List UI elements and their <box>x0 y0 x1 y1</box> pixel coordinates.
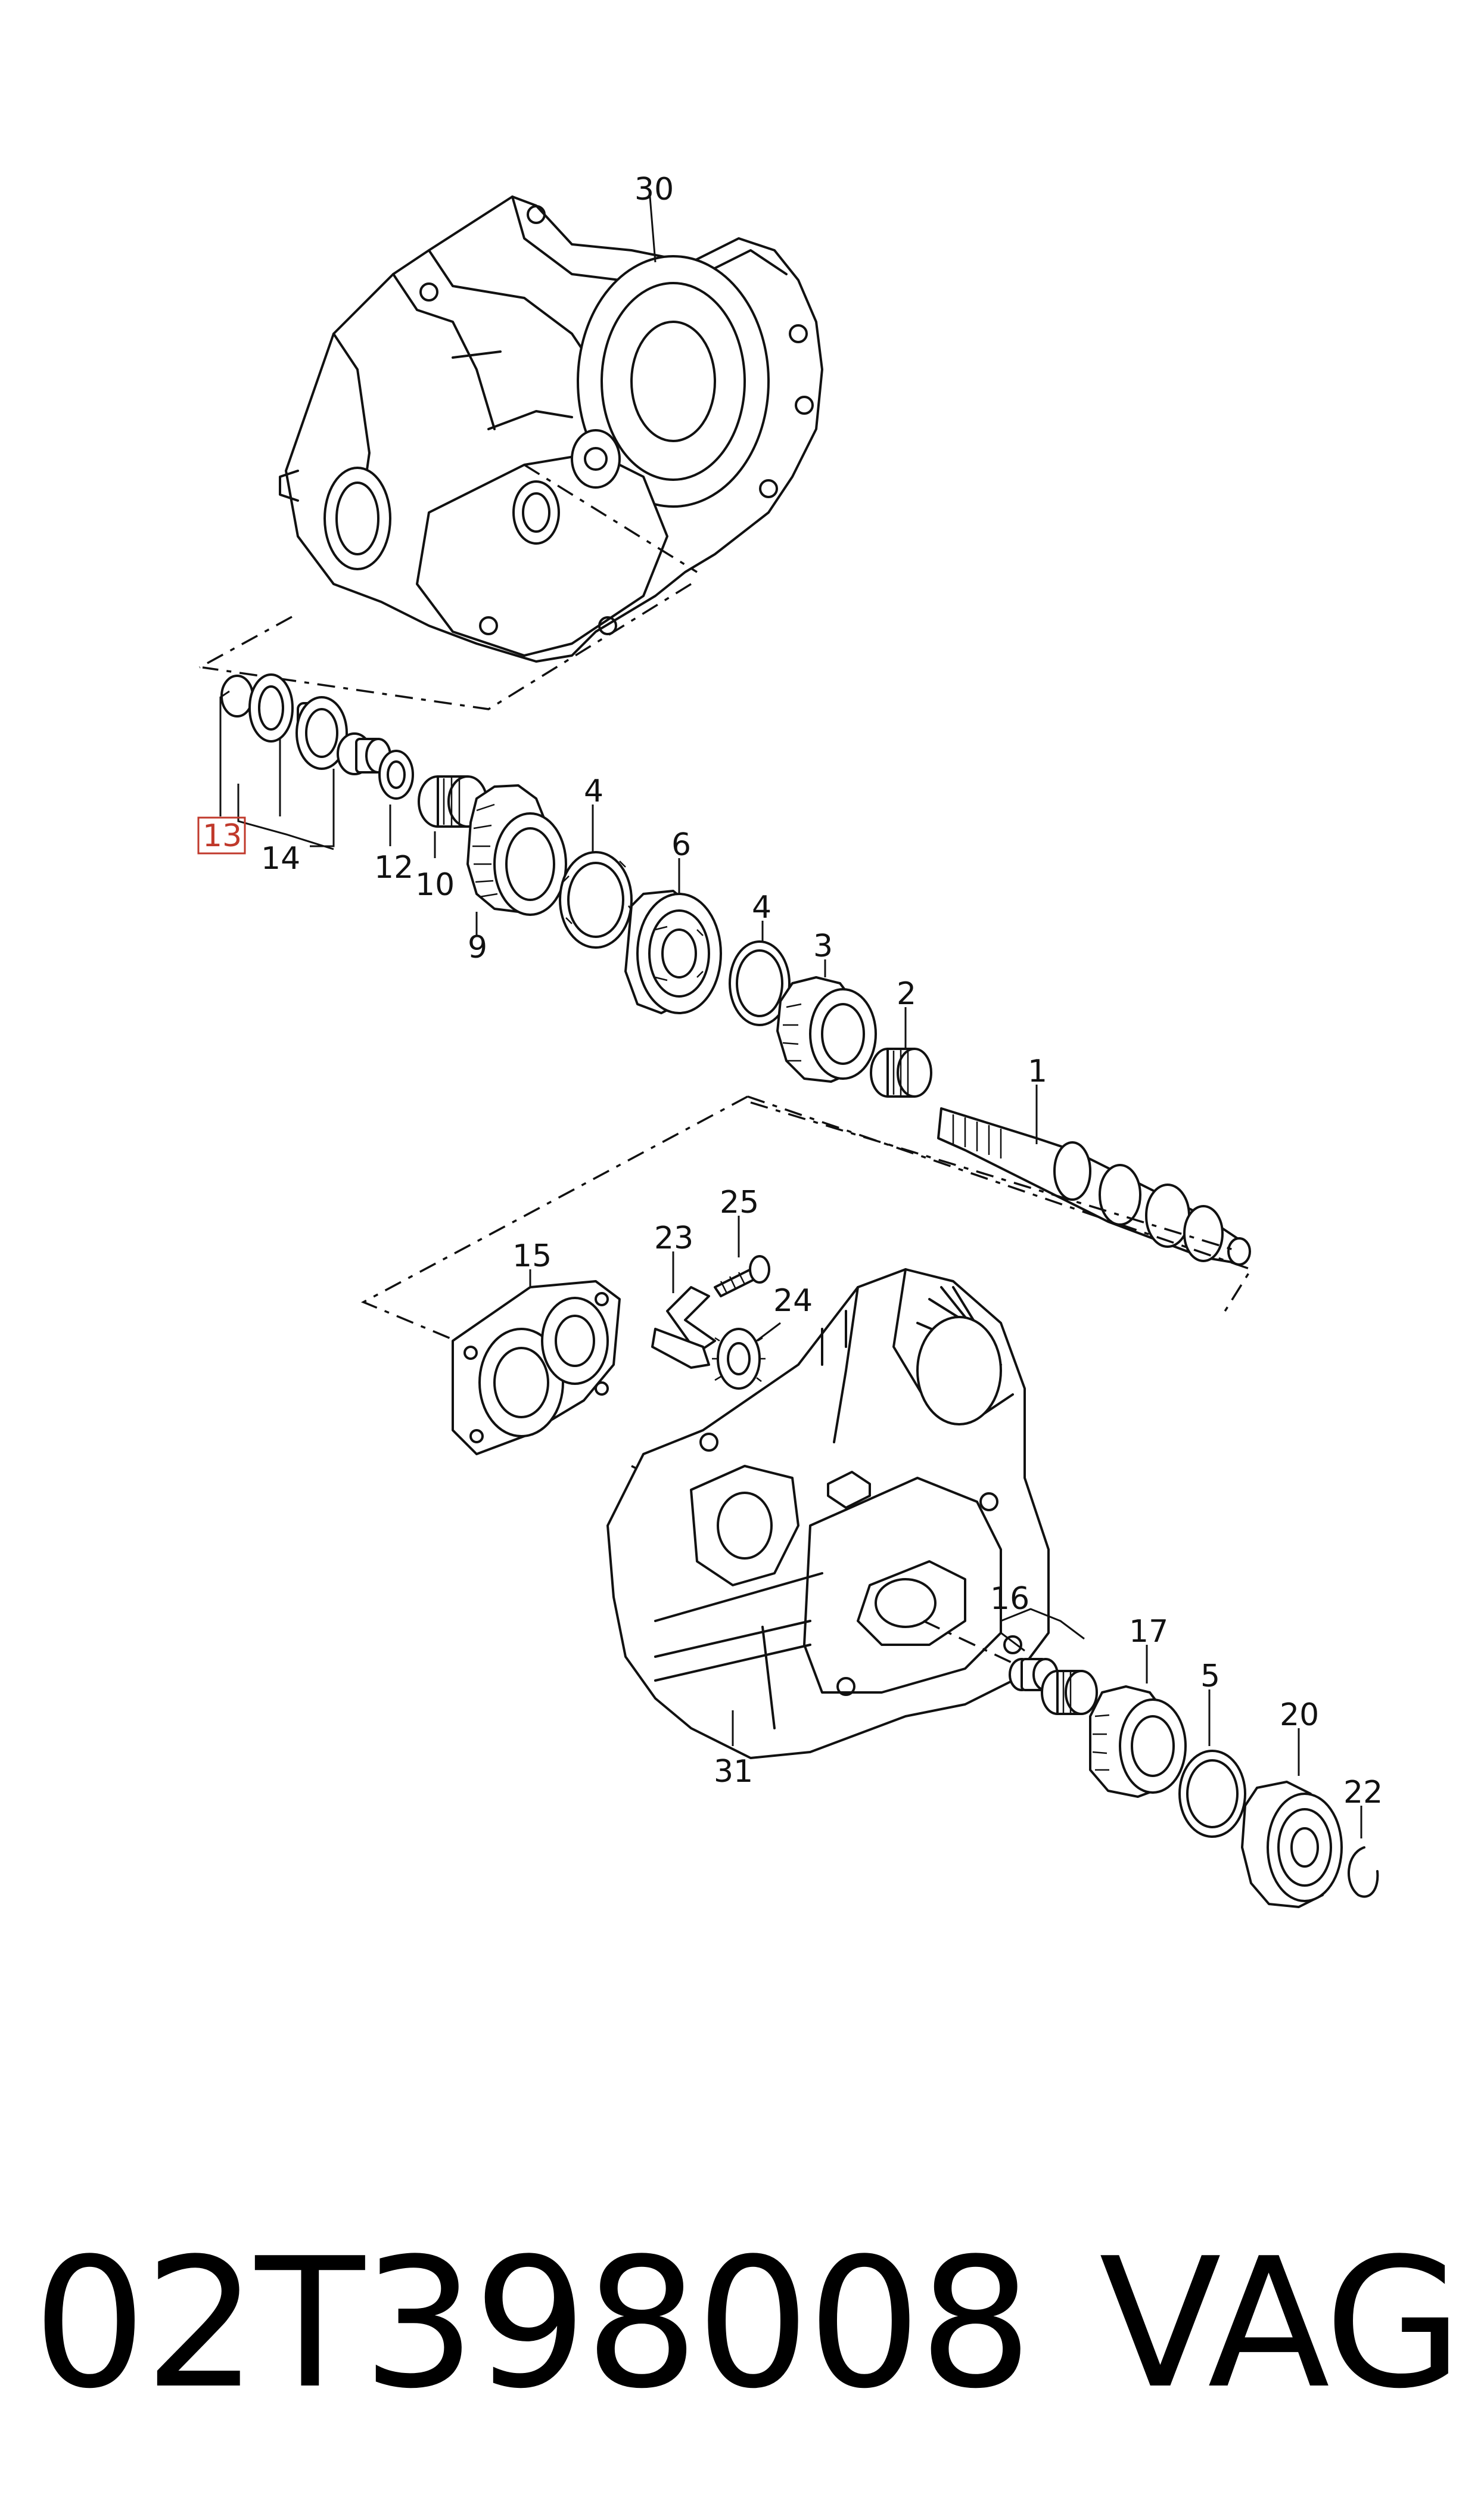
callout-9: 9 <box>468 930 487 965</box>
callout-3: 3 <box>813 928 833 964</box>
callout-4-left: 4 <box>584 774 603 809</box>
cover-15 <box>452 1280 621 1455</box>
callout-24: 24 <box>773 1283 813 1319</box>
gear-9 <box>466 784 567 916</box>
gear-3 <box>776 976 877 1083</box>
washer-12 <box>378 750 414 800</box>
callout-16: 16 <box>990 1581 1029 1617</box>
needle-bearing-2 <box>870 1048 932 1098</box>
callout-13: 13 <box>203 818 242 854</box>
synchro-ring-5 <box>1178 1750 1246 1838</box>
gear-24 <box>712 1328 766 1390</box>
callout-5: 5 <box>1200 1658 1220 1694</box>
callout-31: 31 <box>714 1754 753 1790</box>
callout-30: 30 <box>634 172 674 207</box>
callout-6: 6 <box>671 827 691 863</box>
callout-17: 17 <box>1129 1614 1168 1650</box>
lever-23 <box>651 1286 716 1369</box>
synchroniser-20 <box>1241 1781 1343 1908</box>
synchro-ring-4a <box>559 851 634 949</box>
callout-25: 25 <box>720 1185 759 1220</box>
synchro-ring-4b <box>729 940 791 1026</box>
bolt-25 <box>714 1255 770 1297</box>
gear-17 <box>1089 1685 1187 1798</box>
circlip-13 <box>220 675 254 718</box>
clutch-housing-30 <box>279 195 823 663</box>
callout-22: 22 <box>1343 1775 1383 1810</box>
callout-15: 15 <box>512 1238 552 1274</box>
footer: 02T398008 VAG <box>0 2217 1484 2431</box>
callout-13-highlight-box <box>197 816 246 855</box>
gearbox-housing-31 <box>606 1268 1050 1759</box>
bearing-14 <box>248 673 391 775</box>
bearing-16 <box>1009 1658 1098 1715</box>
callout-1: 1 <box>1028 1054 1047 1089</box>
brand-name: VAG <box>1099 2220 1463 2428</box>
callout-2: 2 <box>897 976 916 1012</box>
circlip-22 <box>1348 1846 1379 1898</box>
input-shaft-1 <box>937 1107 1251 1266</box>
callout-14: 14 <box>261 841 300 877</box>
callout-10: 10 <box>415 867 455 903</box>
callout-4-right: 4 <box>752 890 771 925</box>
callout-23: 23 <box>654 1220 693 1256</box>
synchroniser-hub-6 <box>624 890 722 1014</box>
callout-12: 12 <box>374 850 413 886</box>
callout-20: 20 <box>1280 1697 1319 1733</box>
part-number: 02T398008 <box>33 2220 1032 2428</box>
